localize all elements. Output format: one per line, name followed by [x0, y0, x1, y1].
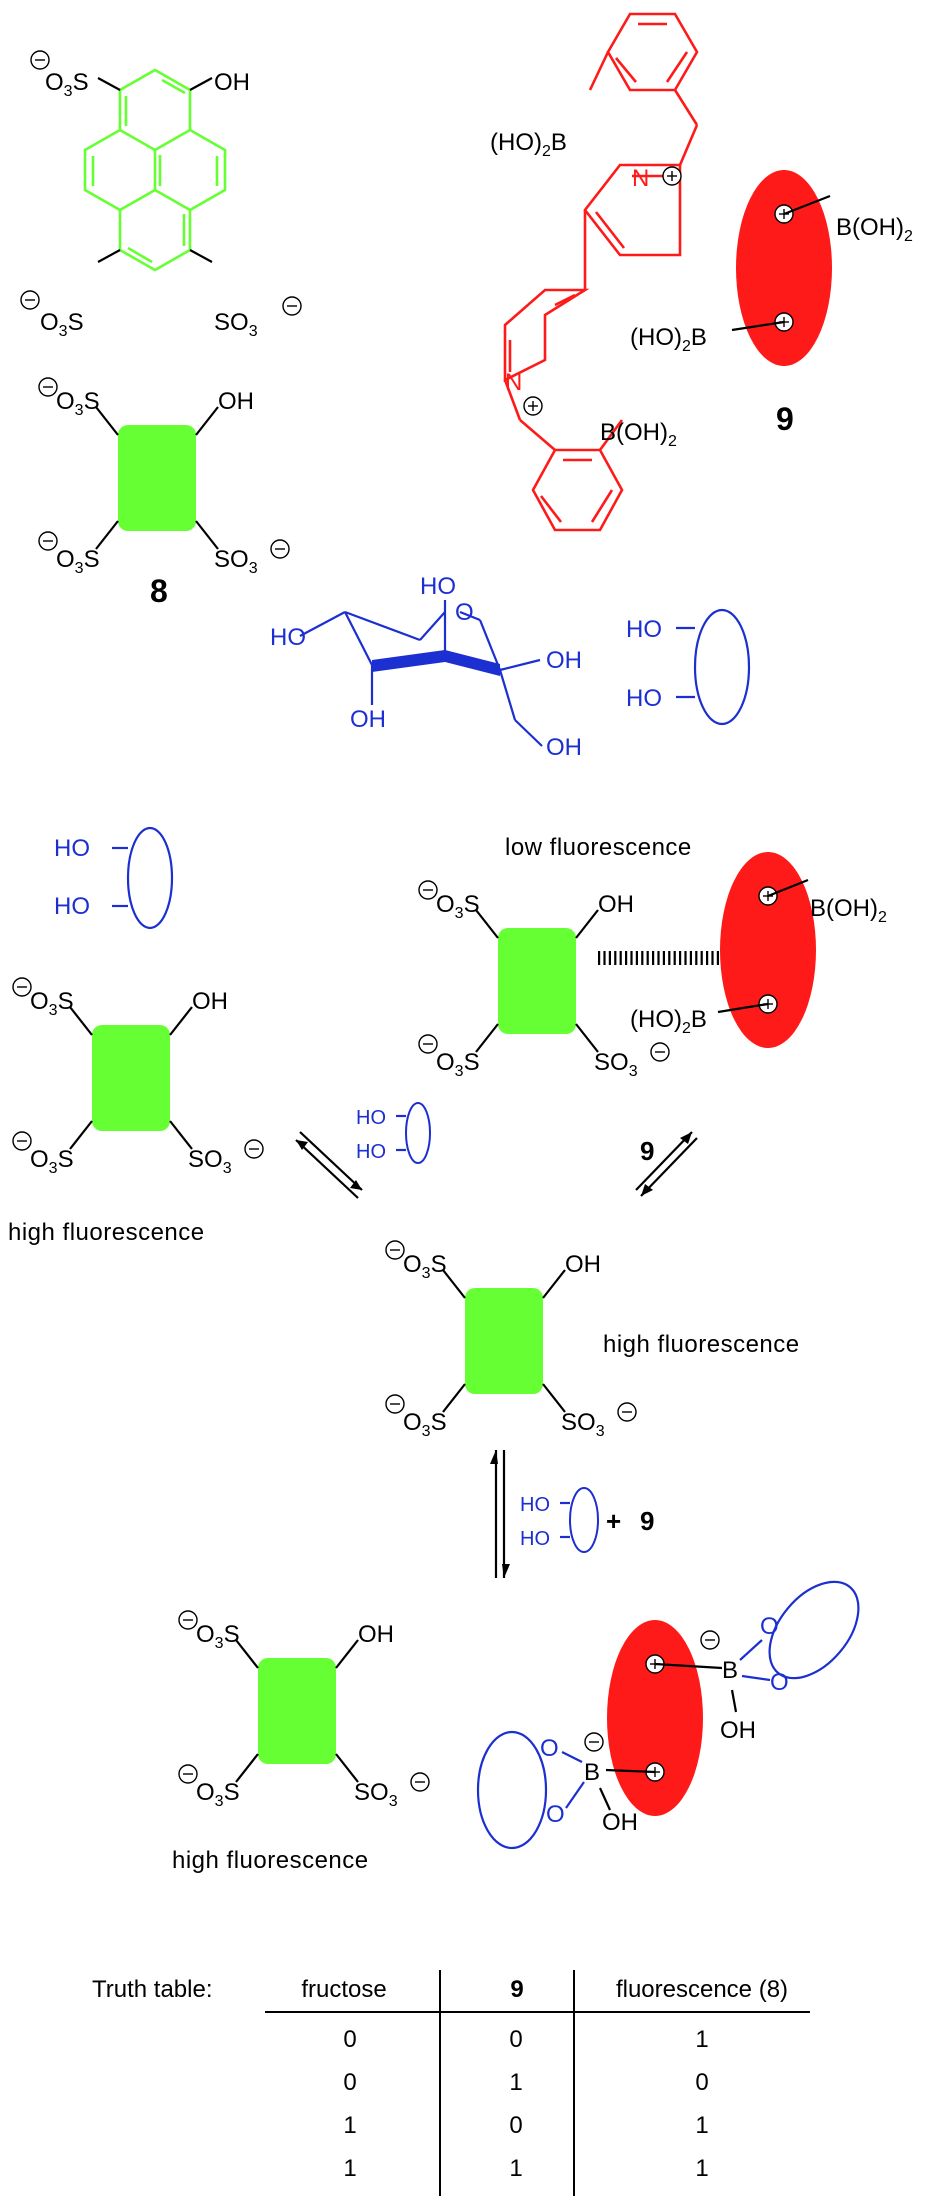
cell-r3-c2: 1 — [695, 2155, 708, 2182]
pyrene-structure: O3S OH O3S SO3 — [20, 50, 302, 340]
svg-text:B: B — [722, 1657, 738, 1684]
svg-text:OH: OH — [350, 706, 386, 733]
fluorophore-8-schematic — [39, 378, 289, 577]
cell-r1-c2: 0 — [695, 2069, 708, 2096]
fructose-reagent-small: HO HO — [356, 1102, 431, 1164]
svg-text:O: O — [546, 1801, 565, 1828]
fructose-structure: HO HO O OH OH OH — [270, 573, 582, 761]
svg-text:B(OH)2: B(OH)2 — [600, 419, 677, 450]
header-fluorescence: fluorescence (8) — [616, 1976, 788, 2003]
svg-text:B(OH)2: B(OH)2 — [836, 214, 913, 245]
fluorophore-8-center — [386, 1241, 636, 1440]
svg-text:O: O — [540, 1735, 559, 1762]
svg-text:HO: HO — [356, 1107, 386, 1129]
svg-text:HO: HO — [54, 835, 90, 862]
cell-r1-c0: 0 — [343, 2069, 356, 2096]
svg-text:O: O — [455, 599, 474, 626]
svg-text:OH: OH — [602, 1809, 638, 1836]
cell-r3-c0: 1 — [343, 2155, 356, 2182]
svg-text:HO: HO — [356, 1141, 386, 1163]
cell-r2-c1: 0 — [509, 2112, 522, 2139]
cell-r2-c2: 1 — [695, 2112, 708, 2139]
svg-text:O3S: O3S — [45, 69, 89, 100]
svg-text:HO: HO — [520, 1494, 550, 1516]
cell-r3-c1: 1 — [509, 2155, 522, 2182]
equilibrium-arrow-left — [295, 1131, 363, 1199]
svg-text:HO: HO — [420, 573, 456, 600]
cell-r0-c0: 0 — [343, 2026, 356, 2053]
svg-text:B(OH)2: B(OH)2 — [810, 895, 887, 926]
caption-high-bottom: high fluorescence — [172, 1847, 369, 1874]
svg-text:N: N — [632, 165, 649, 192]
boronate-complex: B OH O O B OH O O — [476, 1580, 860, 1850]
compound-label-9: 9 — [776, 401, 794, 437]
caption-high-left: high fluorescence — [8, 1219, 205, 1246]
svg-text:O3S: O3S — [40, 309, 84, 340]
fluorophore-8-bottom — [179, 1611, 429, 1810]
caption-high-center: high fluorescence — [603, 1331, 800, 1358]
caption-low: low fluorescence — [505, 834, 692, 861]
svg-text:OH: OH — [546, 647, 582, 674]
fluorophore-8-left — [13, 978, 263, 1177]
fructose-free-left: HO HO — [54, 826, 174, 930]
reagent-label-9-lower: 9 — [640, 1506, 654, 1536]
svg-text:HO: HO — [520, 1528, 550, 1550]
svg-text:HO: HO — [626, 616, 662, 643]
fructose-reagent-lower: HO HO — [520, 1487, 599, 1553]
svg-text:OH: OH — [214, 69, 250, 96]
svg-text:(HO)2B: (HO)2B — [630, 324, 707, 355]
svg-text:HO: HO — [626, 685, 662, 712]
cell-r0-c2: 1 — [695, 2026, 708, 2053]
plus-sign: + — [606, 1506, 621, 1536]
svg-text:B: B — [584, 1759, 600, 1786]
bipyridinium-structure: (HO)2B N N B(OH)2 — [490, 12, 699, 532]
svg-text:(HO)2B: (HO)2B — [490, 129, 567, 160]
fructose-schematic: HO HO — [626, 608, 751, 726]
equilibrium-arrow-right — [635, 1131, 698, 1197]
svg-text:(HO)2B: (HO)2B — [630, 1006, 707, 1037]
fluorophore-8-complexed — [419, 881, 669, 1080]
cell-r1-c1: 1 — [509, 2069, 522, 2096]
svg-text:OH: OH — [546, 734, 582, 761]
svg-text:HO: HO — [270, 624, 306, 651]
cell-r0-c1: 0 — [509, 2026, 522, 2053]
cell-r2-c0: 1 — [343, 2112, 356, 2139]
quencher-9-schematic: B(OH)2 (HO)2B — [630, 170, 913, 366]
header-9: 9 — [510, 1976, 523, 2003]
header-fructose: fructose — [301, 1976, 386, 2003]
truth-table-title: Truth table: — [92, 1976, 213, 2003]
svg-text:OH: OH — [720, 1717, 756, 1744]
equilibrium-arrow-vertical — [490, 1450, 510, 1578]
quencher-9-complexed: B(OH)2 (HO)2B — [630, 852, 887, 1048]
svg-text:HO: HO — [54, 893, 90, 920]
svg-text:N: N — [505, 369, 522, 396]
reagent-label-9-upper: 9 — [640, 1136, 654, 1166]
truth-table: Truth table: fructose 9 fluorescence (8)… — [92, 1970, 810, 2196]
compound-label-8: 8 — [150, 573, 168, 609]
svg-text:SO3: SO3 — [214, 309, 258, 340]
